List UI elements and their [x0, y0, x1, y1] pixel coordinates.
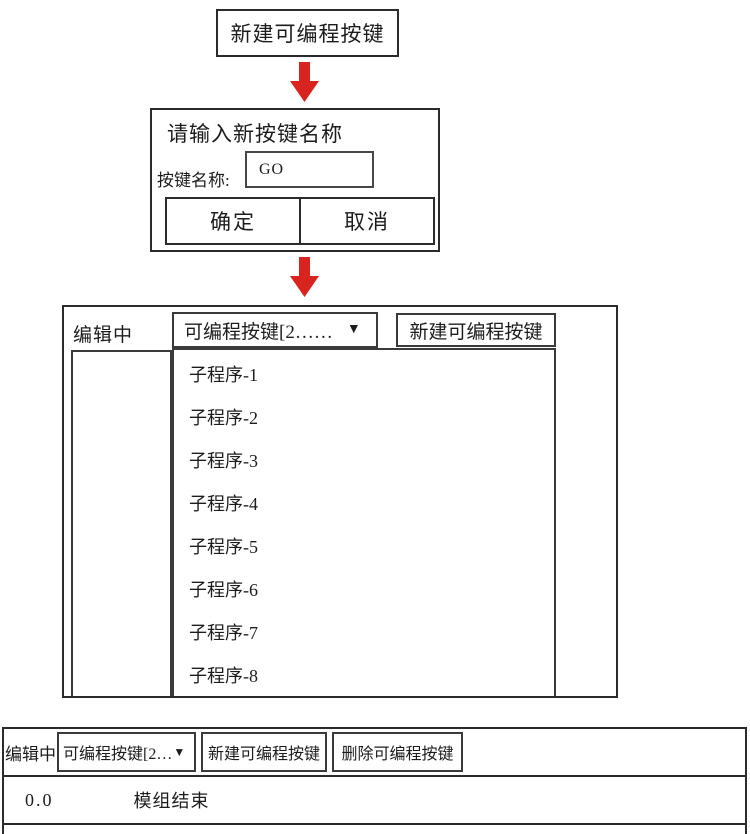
subroutine-option-7[interactable]: 子程序-7: [189, 622, 258, 643]
programmable-key-dropdown[interactable]: 可编程按键[2…… ▼: [172, 312, 378, 348]
down-arrow-icon: [290, 257, 319, 297]
key-name-value: GO: [259, 160, 285, 178]
new-key-name-dialog: 请输入新按键名称 按键名称: GO 确定 取消: [150, 108, 440, 252]
new-programmable-key-button[interactable]: 新建可编程按键: [216, 9, 399, 57]
program-line-text: 模组结束: [133, 791, 210, 811]
chevron-down-icon: ▼: [346, 322, 361, 337]
dropdown-options-list: 子程序-1 子程序-2 子程序-3 子程序-4 子程序-5 子程序-6 子程序-…: [172, 348, 556, 696]
program-line-number: 0.0: [25, 789, 54, 810]
program-line-row[interactable]: 0.0 模组结束: [2, 775, 747, 825]
editing-status-label: 编辑中: [73, 325, 134, 346]
program-list-panel: [71, 350, 172, 696]
program-line-row[interactable]: [2, 823, 747, 834]
subroutine-option-5[interactable]: 子程序-5: [189, 536, 258, 557]
editor-panel: 编辑中 可编程按键[2…… ▼ 新建可编程按键 子程序-1 子程序-2 子程序-…: [62, 305, 618, 698]
key-name-label: 按键名称:: [157, 171, 230, 190]
down-arrow-icon: [290, 62, 319, 102]
dialog-button-row: 确定 取消: [165, 197, 435, 245]
subroutine-option-8[interactable]: 子程序-8: [189, 665, 258, 686]
bottom-toolbar: 编辑中 可编程按键[2… ▼ 新建可编程按键 删除可编程按键: [2, 727, 747, 777]
delete-programmable-key-button[interactable]: 删除可编程按键: [332, 732, 463, 772]
programmable-key-dropdown-value: 可编程按键[2……: [184, 321, 333, 343]
subroutine-option-1[interactable]: 子程序-1: [189, 364, 258, 385]
new-programmable-key-button[interactable]: 新建可编程按键: [396, 313, 556, 347]
subroutine-option-2[interactable]: 子程序-2: [189, 407, 258, 428]
ok-button[interactable]: 确定: [167, 199, 301, 243]
programmable-key-dropdown[interactable]: 可编程按键[2… ▼: [57, 732, 196, 772]
subroutine-option-3[interactable]: 子程序-3: [189, 450, 258, 471]
subroutine-option-6[interactable]: 子程序-6: [189, 579, 258, 600]
new-programmable-key-button[interactable]: 新建可编程按键: [201, 732, 327, 772]
programmable-key-dropdown-value: 可编程按键[2…: [63, 746, 173, 763]
editing-status-label: 编辑中: [5, 744, 56, 764]
new-programmable-key-button-label: 新建可编程按键: [230, 22, 385, 46]
chevron-down-icon: ▼: [173, 744, 186, 759]
dialog-title: 请输入新按键名称: [167, 122, 343, 146]
key-name-input[interactable]: GO: [245, 151, 374, 188]
cancel-button[interactable]: 取消: [301, 199, 433, 243]
subroutine-option-4[interactable]: 子程序-4: [189, 493, 258, 514]
